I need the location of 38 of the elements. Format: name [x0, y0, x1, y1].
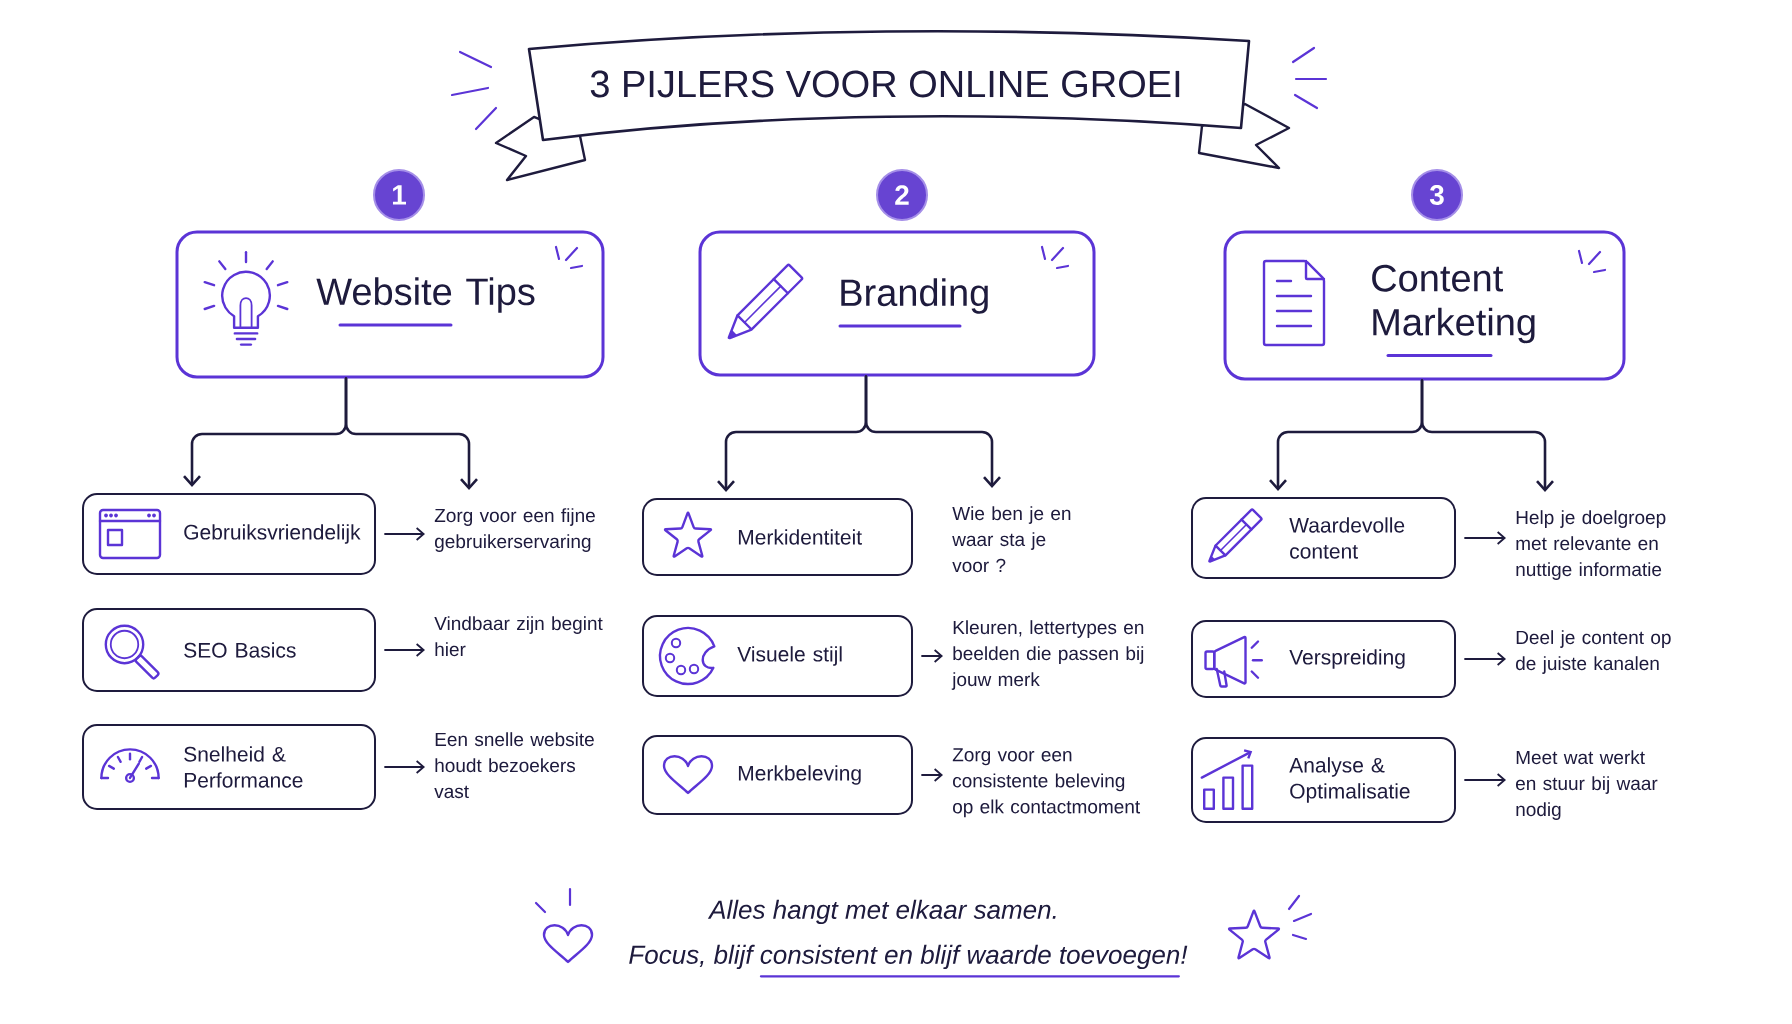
heading-box: Website Tips — [175, 230, 605, 379]
description: Wie ben je en waar sta je voor ? — [952, 506, 1071, 573]
arrow — [1464, 652, 1506, 666]
item-box: Waardevolle content — [1191, 497, 1456, 579]
item-box: Merkidentiteit — [642, 498, 913, 576]
item-box: SEO Basics — [82, 608, 376, 692]
arrow — [384, 643, 425, 657]
arrow — [344, 377, 478, 490]
description: Meet wat werkt en stuur bij waar nodig — [1516, 750, 1658, 820]
arrow — [1420, 379, 1554, 492]
number-badge: 1 — [373, 169, 425, 221]
description: Zorg voor een fijne gebruikerservaring — [434, 508, 595, 552]
arrow — [384, 760, 425, 774]
item-box: Merkbeleving — [642, 735, 913, 815]
item-box: Snelheid & Performance — [82, 724, 376, 810]
heading-box: Branding — [698, 230, 1096, 377]
closing-text: Alles hangt met elkaar samen. — [707, 899, 1056, 925]
description: Kleuren, lettertypes en beelden die passen bij jouw merk — [951, 620, 1144, 690]
arrow — [1464, 531, 1506, 545]
closing-text: Focus, blijf consistent en blijf waarde toevoegen! — [629, 944, 1188, 970]
item-box: Gebruiksvriendelijk — [82, 493, 376, 575]
item-box: Visuele stijl — [642, 615, 913, 697]
arrow — [921, 649, 943, 663]
number-badge: 3 — [1411, 169, 1463, 221]
item-box: Verspreiding — [1191, 620, 1456, 698]
description: Een snelle website houdt bezoekers vast — [434, 732, 594, 799]
number-badge: 2 — [876, 169, 928, 221]
item-box: Analyse & Optimalisatie — [1191, 737, 1456, 823]
heading-box: Content Marketing — [1223, 230, 1626, 381]
description: Vindbaar zijn begint hier — [434, 616, 603, 657]
description: Deel je content op de juiste kanalen — [1516, 630, 1671, 674]
arrow — [384, 527, 425, 541]
description: Zorg voor een consistente beleving op elk contactmoment — [952, 748, 1140, 818]
arrow — [921, 768, 943, 782]
description: Help je doelgroep met relevante en nuttige informatie — [1516, 510, 1666, 580]
title-banner: 3 PIJLERS VOOR ONLINE GROEI — [494, 29, 1291, 182]
arrow — [1464, 773, 1506, 787]
arrow — [864, 375, 1001, 488]
